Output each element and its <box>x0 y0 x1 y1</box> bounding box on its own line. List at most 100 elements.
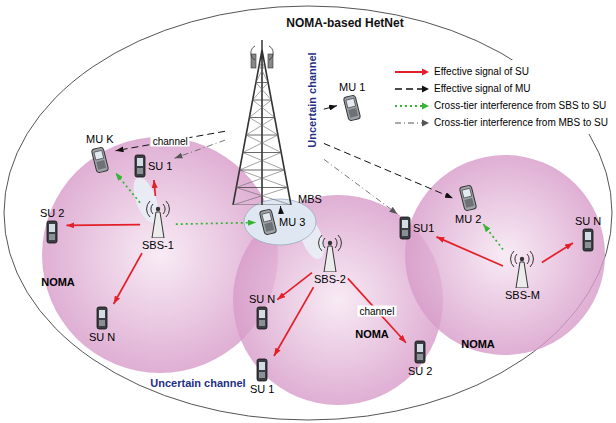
legend-line <box>395 71 422 73</box>
device-icon <box>509 248 535 288</box>
device-label: MU 1 <box>339 81 365 93</box>
macro-user-phone <box>258 208 278 236</box>
user-equipment: SU1 <box>398 216 434 240</box>
device-label: MU 3 <box>279 216 305 228</box>
small-user-phone <box>413 340 427 364</box>
legend-arrowhead <box>422 119 429 126</box>
device-label: SU 1 <box>148 160 172 172</box>
device-label: SU 2 <box>408 365 432 377</box>
user-equipment: MU 3 <box>258 208 305 236</box>
user-equipment: SU 2 <box>40 207 64 244</box>
user-equipment: SU N <box>575 215 601 252</box>
signal-link <box>176 223 256 225</box>
user-equipment: SU N <box>89 306 115 343</box>
legend-row: Cross-tier interference from MBS to SU <box>394 114 608 131</box>
signal-link <box>483 224 503 249</box>
signal-link <box>324 159 398 214</box>
legend-line <box>395 105 422 107</box>
legend-arrowhead <box>422 85 429 92</box>
small-base-station-icon <box>509 248 535 288</box>
legend-arrowhead <box>422 102 429 109</box>
cell-name: NOMA <box>355 328 389 340</box>
signal-link <box>154 180 155 196</box>
signal-link <box>348 278 406 342</box>
legend-sample <box>394 102 430 110</box>
signal-link <box>324 106 337 110</box>
device-icon <box>342 94 362 122</box>
user-equipment: MU 2 <box>455 184 481 225</box>
small-user-phone <box>255 358 269 382</box>
legend-sample <box>394 68 430 76</box>
signal-link <box>66 224 140 226</box>
device-label: SU N <box>575 215 601 227</box>
small-base-station-icon <box>145 198 171 238</box>
device-label: SU 1 <box>250 383 274 395</box>
device-icon <box>145 198 171 238</box>
device-icon <box>317 232 343 272</box>
legend-text: Cross-tier interference from MBS to SU <box>434 117 608 128</box>
device-label: SBS-1 <box>142 239 174 251</box>
device-label: SU N <box>249 293 275 305</box>
device-icon <box>458 184 478 212</box>
macro-tower-icon <box>227 40 297 205</box>
hetnet-outline <box>4 6 612 420</box>
device-label: SU N <box>89 331 115 343</box>
diagram-title: NOMA-based HetNet <box>286 17 403 30</box>
small-user-phone <box>45 220 59 244</box>
small-base-station-icon <box>317 232 343 272</box>
legend-sample <box>394 85 430 93</box>
device-icon <box>45 220 59 244</box>
signal-link <box>116 131 226 150</box>
device-label: SBS-2 <box>314 273 346 285</box>
cell-name: NOMA <box>41 276 75 288</box>
signal-link <box>114 253 142 304</box>
legend-row: Effective signal of MU <box>394 80 608 97</box>
device-label: SU1 <box>413 222 434 234</box>
legend-box: Effective signal of SU Effective signal o… <box>390 60 612 134</box>
legend-line <box>395 122 422 123</box>
device-icon <box>133 154 147 178</box>
legend-sample <box>394 119 430 127</box>
device-icon <box>398 216 412 240</box>
device-icon <box>95 306 109 330</box>
uncertain-region <box>244 199 316 245</box>
link-label: channel <box>151 136 190 147</box>
device-icon <box>255 358 269 382</box>
device-label: MBS <box>298 193 322 205</box>
user-equipment: SU 1 <box>133 154 172 178</box>
device-icon <box>581 228 595 252</box>
small-base-station: SBS-1 <box>142 198 174 251</box>
user-equipment: SU N <box>249 293 275 330</box>
device-label: SU 2 <box>40 207 64 219</box>
legend-line <box>395 88 422 89</box>
link-label: channel <box>357 305 396 316</box>
small-user-phone <box>133 154 147 178</box>
signal-link <box>274 287 314 356</box>
macro-user-phone <box>342 94 362 122</box>
macro-user-phone <box>458 184 478 212</box>
small-user-phone <box>255 306 269 330</box>
legend-text: Effective signal of MU <box>434 83 531 94</box>
signal-link <box>277 273 312 300</box>
small-user-phone <box>95 306 109 330</box>
channel-note: Uncertain channel <box>150 377 245 389</box>
small-base-station: SBS-M <box>505 248 540 301</box>
device-label: MU 2 <box>455 213 481 225</box>
user-equipment: MU 1 <box>339 81 365 122</box>
user-equipment: SU 2 <box>408 340 432 377</box>
small-user-phone <box>581 228 595 252</box>
legend-row: Cross-tier interference from SBS to SU <box>394 97 608 114</box>
channel-note: Uncertain channel <box>306 52 318 147</box>
device-icon <box>255 306 269 330</box>
legend-text: Effective signal of SU <box>434 66 529 77</box>
device-icon <box>258 208 278 236</box>
legend-row: Effective signal of SU <box>394 63 608 80</box>
user-equipment: SU 1 <box>250 358 274 395</box>
legend-arrowhead <box>422 68 429 75</box>
small-user-phone <box>398 216 412 240</box>
device-icon <box>90 146 110 174</box>
signal-link <box>324 143 453 198</box>
device-icon <box>227 40 297 205</box>
